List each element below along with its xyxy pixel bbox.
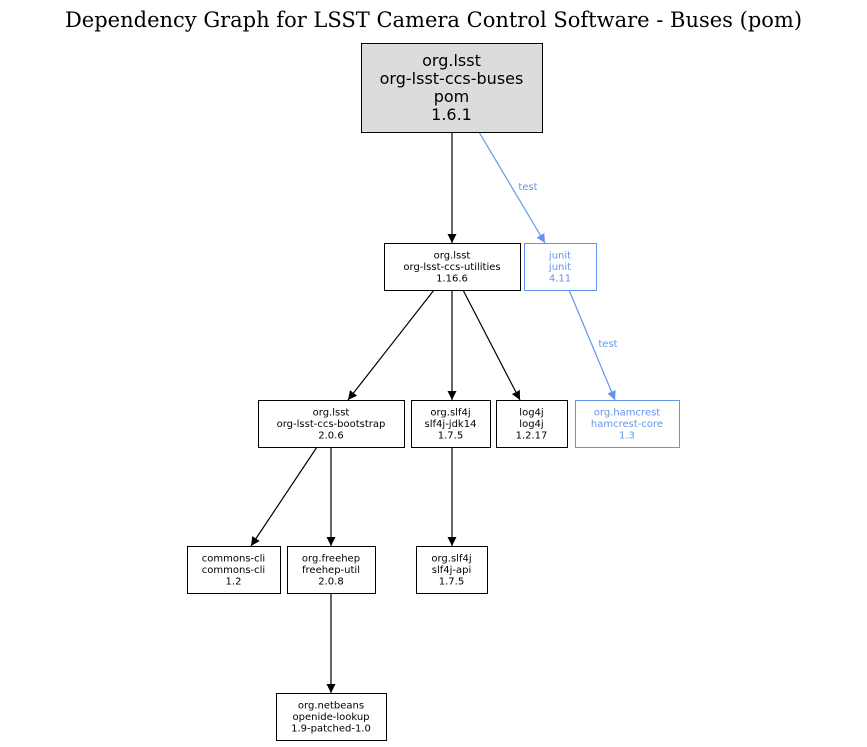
node-box-commons-cli [187,546,281,594]
node-line-junit-2: 4.11 [549,273,571,284]
node-line-slf4j-jdk14-2: 1.7.5 [438,430,463,441]
node-openide: org.netbeansopenide-lookup1.9-patched-1.… [276,693,387,741]
graph-title: Dependency Graph for LSST Camera Control… [64,8,803,32]
node-line-slf4j-api-1: slf4j-api [432,565,472,576]
node-line-log4j-0: log4j [519,407,543,418]
node-box-openide [276,693,387,741]
node-line-junit-1: junit [548,262,571,273]
node-box-bootstrap [258,400,405,448]
node-line-slf4j-api-2: 1.7.5 [439,576,464,587]
node-line-freehep-1: freehep-util [302,565,360,576]
node-line-utilities-0: org.lsst [434,250,471,261]
node-box-slf4j-jdk14 [411,400,491,448]
node-line-openide-0: org.netbeans [298,700,364,711]
node-line-hamcrest-1: hamcrest-core [591,419,663,430]
edge-utilities-to-log4j [462,289,521,401]
node-line-hamcrest-2: 1.3 [619,430,635,441]
node-line-bootstrap-1: org-lsst-ccs-bootstrap [277,419,386,430]
edge-bootstrap-to-commons-cli [250,446,318,547]
node-line-slf4j-jdk14-1: slf4j-jdk14 [425,419,477,430]
node-line-commons-cli-2: 1.2 [226,576,242,587]
node-box-junit [524,243,597,291]
node-box-slf4j-api [416,546,488,594]
edge-junit-to-hamcrest [568,289,616,401]
node-line-openide-1: openide-lookup [292,712,369,723]
node-line-commons-cli-1: commons-cli [202,565,265,576]
node-line-bootstrap-0: org.lsst [313,407,350,418]
node-line-buses-2: pom [434,87,470,106]
node-line-junit-0: junit [548,250,571,261]
edges-layer: test test [250,131,618,693]
node-box-utilities [384,243,521,291]
node-box-freehep [287,546,376,594]
node-line-buses-0: org.lsst [422,51,481,70]
node-line-hamcrest-0: org.hamcrest [594,407,661,418]
node-box-hamcrest [575,400,680,448]
node-box-buses [361,43,543,133]
node-line-commons-cli-0: commons-cli [202,553,265,564]
edge-label-junit-to-hamcrest: test [598,339,617,350]
node-line-slf4j-jdk14-0: org.slf4j [430,407,470,418]
nodes-layer: org.lsstorg-lsst-ccs-busespom1.6.1org.ls… [187,43,680,741]
node-line-freehep-2: 2.0.8 [318,576,343,587]
node-line-utilities-1: org-lsst-ccs-utilities [403,262,500,273]
edge-label-buses-to-junit: test [518,182,537,193]
node-line-slf4j-api-0: org.slf4j [431,553,471,564]
node-box-log4j [496,400,568,448]
edge-utilities-to-bootstrap [347,289,435,401]
node-line-utilities-2: 1.16.6 [436,273,468,284]
node-line-freehep-0: org.freehep [302,553,360,564]
node-line-bootstrap-2: 2.0.6 [318,430,343,441]
node-line-log4j-2: 1.2.17 [516,430,548,441]
node-line-buses-3: 1.6.1 [431,105,472,124]
node-line-openide-2: 1.9-patched-1.0 [291,723,371,734]
node-line-log4j-1: log4j [519,419,543,430]
node-line-buses-1: org-lsst-ccs-buses [380,69,524,88]
edge-buses-to-junit [478,131,546,244]
